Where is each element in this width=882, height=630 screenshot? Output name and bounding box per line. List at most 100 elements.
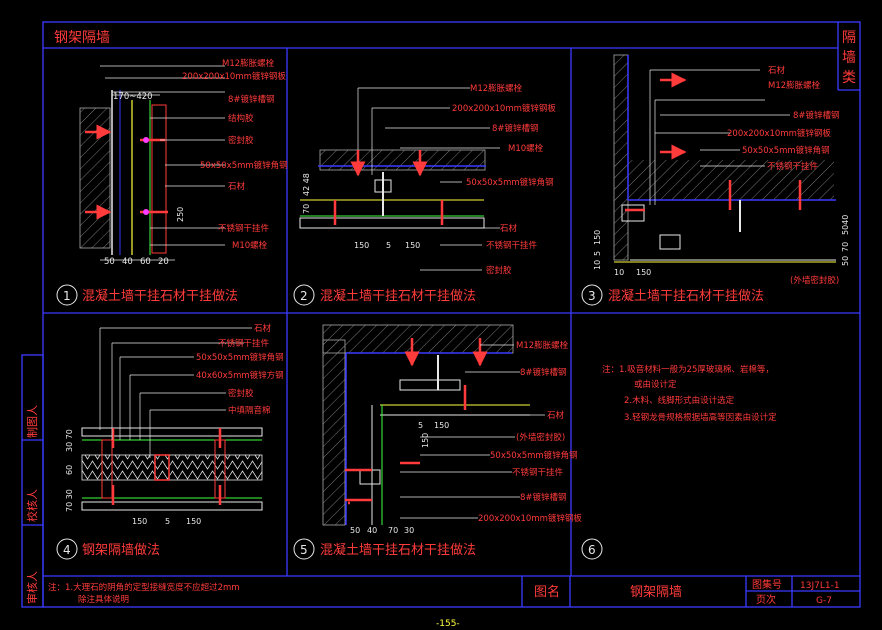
p5-dim-1: 150: [421, 433, 430, 448]
p2-label-2: 8#镀锌槽钢: [492, 123, 539, 134]
p3-dim-l1: 5: [593, 251, 602, 256]
footer-note-1: 注：1.大理石的阴角的定型接缝宽度不应超过2mm: [48, 582, 240, 593]
drawing-name: 钢架隔墙: [630, 585, 682, 600]
p1-label-2: 8#镀锌槽钢: [228, 94, 275, 105]
p2-label-0: M12膨胀螺栓: [470, 83, 523, 94]
p3-dim-l2: 10: [593, 260, 602, 270]
p4-label-1: 不锈钢干挂件: [218, 338, 270, 349]
p5-dim-b3: 30: [404, 526, 414, 535]
strip-label-reviewer: 审核人: [25, 571, 39, 604]
page-number: -155-: [436, 619, 460, 629]
p2-label-5: 石材: [500, 223, 518, 234]
p4-label-4: 密封胶: [228, 388, 254, 399]
p2-label-1: 200x200x10mm镀锌钢板: [452, 103, 556, 114]
p2-dim-l0: 42 48: [302, 173, 311, 196]
p6-note-0: 注：1.吸音材料一般为25厚玻璃棉、岩棉等，: [602, 364, 774, 375]
p3-caption: 混凝土墙干挂石材干挂做法: [608, 288, 764, 304]
p5-label-0: M12膨胀螺栓: [516, 340, 569, 351]
p5-dim-b2: 70: [388, 526, 398, 535]
p1-dim-b0: 50: [104, 257, 115, 267]
strip-label-checker: 校核人: [25, 489, 39, 522]
p2-dim-b1: 5: [386, 241, 391, 250]
p2-dim-l1: 70: [302, 204, 311, 214]
atlas-value: 13J7L1-1: [800, 581, 840, 591]
p1-caption: 混凝土墙干挂石材干挂做法: [82, 288, 238, 304]
page-value: G-7: [816, 596, 832, 606]
panel-2: M12膨胀螺栓 200x200x10mm镀锌钢板 8#镀锌槽钢 M10螺栓 50…: [293, 83, 556, 306]
p3-dim-l0: 150: [593, 230, 602, 245]
p4-dim-b2: 150: [186, 517, 201, 526]
p3-dim-b0: 10: [614, 268, 624, 277]
p4-number: 4: [63, 543, 71, 557]
panel-5: M12膨胀螺栓 8#镀锌槽钢 石材 (外墙密封胶) 50x50x5mm镀锌角钢 …: [293, 324, 582, 560]
side-category-label: 隔 墙 类: [842, 30, 856, 86]
p5-label-4: 50x50x5mm镀锌角钢: [490, 450, 578, 461]
p3-dim-r0: 5040: [841, 215, 850, 235]
p1-dim-top: 170~420: [113, 92, 153, 102]
p5-number: 5: [300, 543, 308, 557]
p3-label-1: M12膨胀螺栓: [768, 80, 821, 91]
p4-label-5: 中填隔音棉: [228, 405, 271, 416]
title-block: 注：1.大理石的阴角的定型接缝宽度不应超过2mm 除注具体说明 图名 钢架隔墙 …: [48, 578, 840, 606]
footer-note-2: 除注具体说明: [78, 594, 129, 605]
p5-label-5: 不锈钢干挂件: [512, 467, 564, 478]
p1-dim-b2: 60: [140, 257, 151, 267]
p4-dim-l1: 60: [65, 465, 74, 475]
side-char-1: 隔: [842, 30, 856, 46]
p5-caption: 混凝土墙干挂石材干挂做法: [320, 542, 476, 558]
p6-note-2: 2.木料、线脚形式由设计选定: [624, 395, 735, 406]
p1-label-0: M12膨胀螺栓: [222, 58, 275, 69]
p3-dim-r1: 70: [841, 242, 850, 252]
p5-label-1: 8#镀锌槽钢: [520, 367, 567, 378]
p2-label-7: 密封胶: [486, 265, 512, 276]
p4-dim-l0: 30 70: [65, 429, 74, 452]
p3-label-4: 50x50x5mm镀锌角钢: [742, 145, 830, 156]
p2-number: 2: [300, 289, 308, 303]
p5-dim-0: 150: [434, 421, 449, 430]
panel-6: 注：1.吸音材料一般为25厚玻璃棉、岩棉等， 或由设计定 2.木料、线脚形式由设…: [581, 364, 777, 560]
p1-dim-b1: 40: [122, 257, 133, 267]
p4-label-3: 40x60x5mm镀锌方钢: [196, 370, 284, 381]
p3-label-6: (外墙密封胶): [790, 275, 839, 286]
sheet-title: 钢架隔墙: [54, 30, 110, 46]
p5-label-2: 石材: [547, 410, 565, 421]
sheet-frame: [21, 21, 861, 608]
p3-label-5: 不锈钢干挂件: [767, 161, 819, 172]
p1-dim-side: 250: [176, 207, 185, 222]
p2-label-4: 50x50x5mm镀锌角钢: [466, 177, 554, 188]
p1-label-7: 不锈钢干挂件: [218, 223, 270, 234]
side-char-3: 类: [842, 70, 856, 86]
panel-3: 石材 M12膨胀螺栓 8#镀锌槽钢 200x200x10mm镀锌钢板 50x50…: [581, 54, 850, 306]
p1-label-6: 石材: [228, 181, 246, 192]
p5-dim-b0: 50: [350, 526, 360, 535]
p2-label-3: M10螺栓: [508, 143, 544, 154]
p6-note-3: 3.轻钢龙骨规格根据墙高等因素由设计定: [624, 412, 777, 423]
p1-dim-b3: 20: [158, 257, 169, 267]
p3-dim-b1: 150: [636, 268, 651, 277]
p4-label-0: 石材: [254, 323, 272, 334]
p2-label-6: 不锈钢干挂件: [486, 240, 538, 251]
p2-dim-b0: 150: [354, 241, 369, 250]
p4-dim-b1: 5: [165, 517, 170, 526]
p5-label-3: (外墙密封胶): [516, 432, 565, 443]
p6-number: 6: [588, 543, 596, 557]
p4-number-circle: [56, 538, 78, 560]
side-char-2: 墙: [842, 50, 856, 66]
p3-label-3: 200x200x10mm镀锌钢板: [727, 128, 831, 139]
p5-dim-2: 5: [418, 421, 423, 430]
p4-dim-b0: 150: [132, 517, 147, 526]
p1-number-circle: [56, 284, 78, 306]
page-label: 页次: [756, 593, 776, 606]
p6-number-circle: [581, 538, 603, 560]
p3-label-2: 8#镀锌槽钢: [793, 110, 840, 121]
p1-label-8: M10螺栓: [232, 240, 268, 251]
p1-label-3: 结构胶: [228, 113, 254, 124]
p1-number: 1: [63, 289, 71, 303]
p3-label-0: 石材: [768, 65, 786, 76]
drawing-name-label: 图名: [534, 584, 560, 600]
p1-label-4: 密封胶: [228, 135, 254, 146]
panel-4: 石材 不锈钢干挂件 50x50x5mm镀锌角钢 40x60x5mm镀锌方钢 密封…: [56, 323, 284, 560]
panel-1: M12膨胀螺栓 200x200x10mm镀锌钢板 8#镀锌槽钢 结构胶 密封胶 …: [56, 58, 288, 306]
p5-number-circle: [293, 538, 315, 560]
